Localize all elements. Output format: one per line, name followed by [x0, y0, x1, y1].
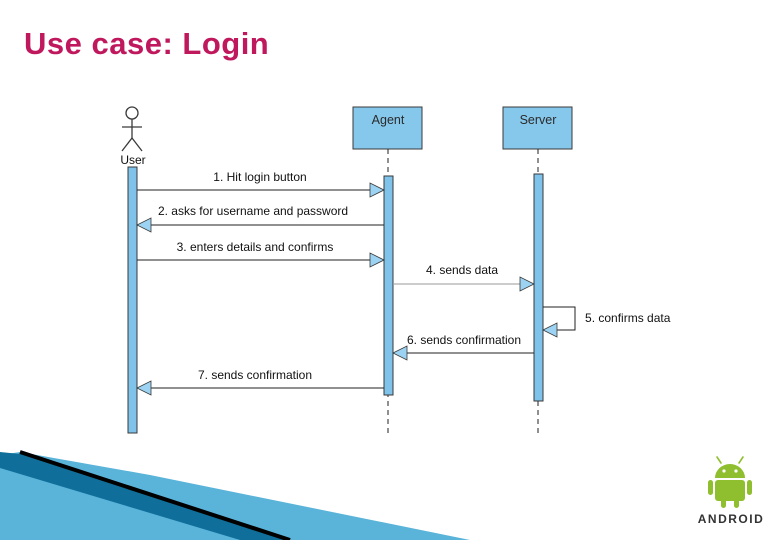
lifeline-box-server: [502, 106, 573, 150]
message-4: 4. sends data: [393, 263, 535, 292]
message-number-7: 7: [198, 368, 205, 382]
svg-text:3. enters details and confirm: 3. enters details and confirms: [177, 240, 334, 254]
band-light: [0, 452, 470, 540]
message-5: 5. confirms data: [542, 306, 671, 338]
stick-figure-icon: [121, 106, 143, 152]
message-text-4: sends data: [439, 263, 498, 277]
message-number-4: 4: [426, 263, 433, 277]
message-3: 3. enters details and confirms: [137, 240, 385, 268]
slide-title: Use case: Login: [24, 26, 270, 61]
message-number-3: 3: [177, 240, 184, 254]
lifeline-agent: Agent: [352, 106, 423, 435]
message-text-1: Hit login button: [227, 170, 307, 184]
message-number-2: 2: [158, 204, 165, 218]
message-text-6: sends confirmation: [420, 333, 521, 347]
lifeline-label-agent: Agent: [372, 113, 405, 127]
svg-text:7. sends confirmation: 7. sends confirmation: [198, 368, 312, 382]
message-2: 2. asks for username and password: [136, 204, 384, 233]
svg-text:4. sends data: 4. sends data: [426, 263, 498, 277]
message-1: 1. Hit login button: [137, 170, 385, 198]
activation-agent: [383, 175, 394, 396]
svg-text:5. confirms data: 5. confirms data: [585, 311, 671, 325]
actor-user: User: [120, 106, 146, 167]
svg-text:6. sends confirmation: 6. sends confirmation: [407, 333, 521, 347]
band-edge: [19, 450, 291, 540]
message-7: 7. sends confirmation: [136, 368, 384, 396]
activation-server: [533, 173, 544, 402]
message-6: 6. sends confirmation: [392, 333, 534, 361]
message-text-3: enters details and confirms: [190, 240, 333, 254]
svg-text:2. asks for username and pass: 2. asks for username and password: [158, 204, 348, 218]
message-number-6: 6: [407, 333, 414, 347]
android-logo-text: ANDROID: [697, 512, 765, 526]
decorative-band: [0, 450, 470, 540]
actor-label: User: [120, 153, 145, 167]
message-text-2: asks for username and password: [171, 204, 348, 218]
message-number-5: 5: [585, 311, 592, 325]
android-robot-icon: [708, 456, 752, 508]
svg-text:1. Hit login button: 1. Hit login button: [213, 170, 306, 184]
message-text-5: confirms data: [598, 311, 670, 325]
message-text-7: sends confirmation: [211, 368, 312, 382]
message-number-1: 1: [213, 170, 220, 184]
lifeline-label-server: Server: [520, 113, 557, 127]
activation-user: [127, 166, 138, 434]
